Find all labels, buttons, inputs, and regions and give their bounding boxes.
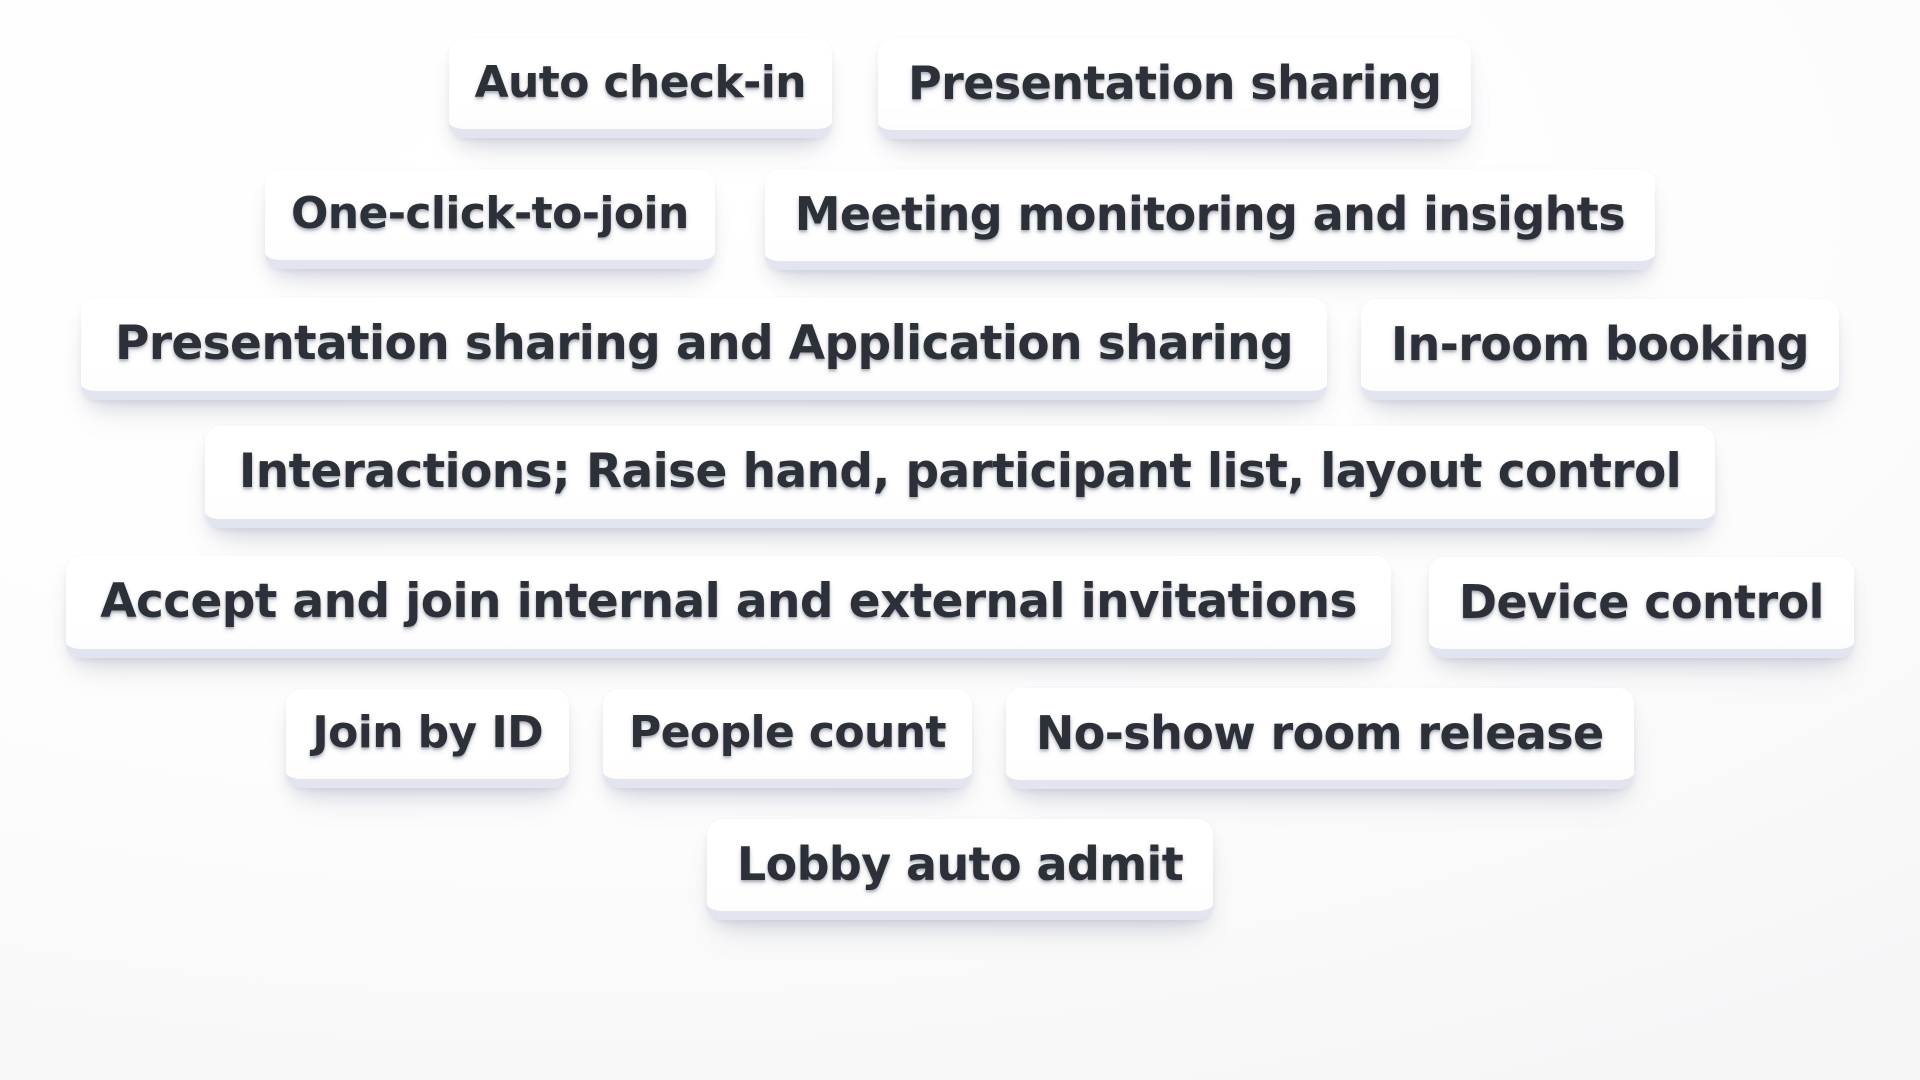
pill-label: Presentation sharing — [908, 56, 1442, 110]
pill-label: Join by ID — [312, 707, 544, 758]
pill-row-3: Presentation sharing and Application sha… — [0, 298, 1920, 400]
pill-no-show-room-release[interactable]: No-show room release — [1005, 688, 1634, 789]
pill-in-room-booking[interactable]: In-room booking — [1361, 298, 1840, 400]
pill-row-7: Lobby auto admit — [0, 819, 1920, 920]
pill-row-1: Auto check-in Presentation sharing — [0, 38, 1920, 139]
pill-auto-check-in[interactable]: Auto check-in — [448, 39, 833, 138]
pill-row-2: One-click-to-join Meeting monitoring and… — [0, 169, 1920, 270]
pill-lobby-auto-admit[interactable]: Lobby auto admit — [706, 819, 1214, 920]
pill-row-5: Accept and join internal and external in… — [0, 556, 1920, 658]
pill-label: Interactions; Raise hand, participant li… — [238, 444, 1682, 499]
pill-label: Accept and join internal and external in… — [100, 574, 1357, 629]
pill-presentation-sharing[interactable]: Presentation sharing — [878, 38, 1472, 139]
pill-label: Meeting monitoring and insights — [794, 187, 1626, 241]
pill-row-6: Join by ID People count No-show room rel… — [0, 688, 1920, 789]
pill-label: Lobby auto admit — [736, 837, 1184, 891]
pill-row-4: Interactions; Raise hand, participant li… — [0, 426, 1920, 528]
pill-label: Presentation sharing and Application sha… — [114, 316, 1294, 371]
pill-one-click-to-join[interactable]: One-click-to-join — [265, 170, 715, 269]
pill-presentation-and-application-sharing[interactable]: Presentation sharing and Application sha… — [80, 298, 1328, 400]
pill-label: People count — [629, 707, 946, 758]
pill-join-by-id[interactable]: Join by ID — [286, 689, 570, 788]
pill-device-control[interactable]: Device control — [1428, 556, 1854, 658]
pill-accept-and-join-internal-and-external-invitations[interactable]: Accept and join internal and external in… — [66, 556, 1391, 658]
pill-interactions-raise-hand-participant-list-layout-control[interactable]: Interactions; Raise hand, participant li… — [204, 426, 1716, 528]
pill-label: No-show room release — [1035, 706, 1604, 760]
pill-people-count[interactable]: People count — [603, 689, 972, 788]
pill-meeting-monitoring-and-insights[interactable]: Meeting monitoring and insights — [764, 169, 1655, 270]
pill-label: Auto check-in — [474, 57, 807, 108]
pill-label: In-room booking — [1391, 316, 1810, 371]
pill-label: Device control — [1458, 574, 1824, 629]
pill-label: One-click-to-join — [291, 188, 689, 239]
